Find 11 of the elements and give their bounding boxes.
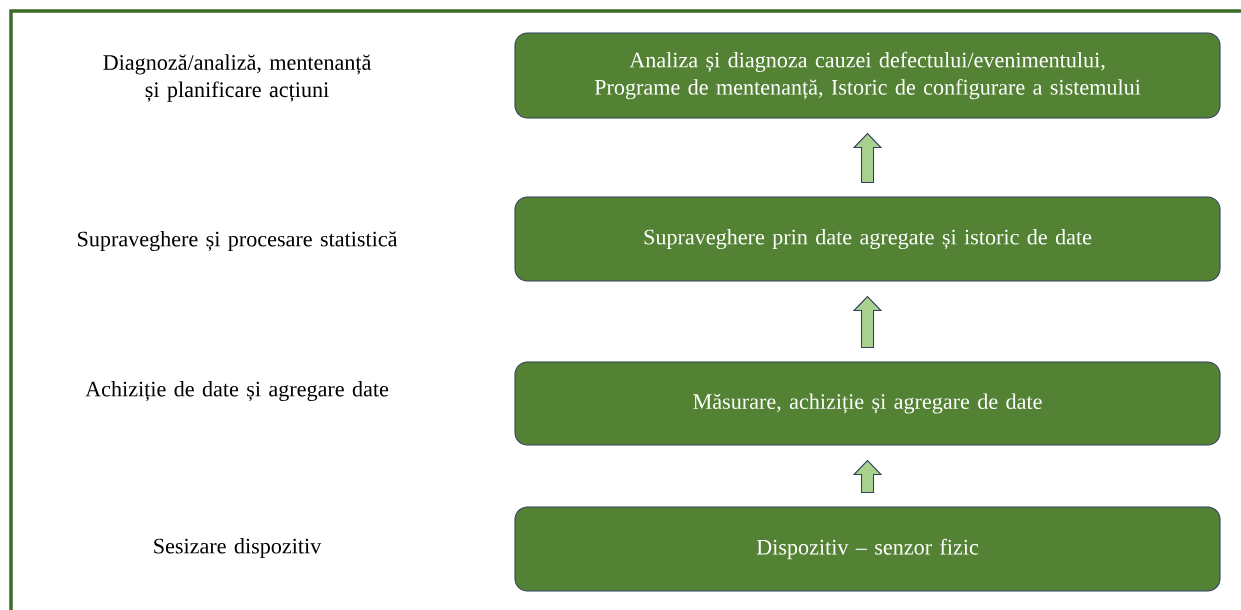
row-label: Supraveghere și procesare statistică [78, 230, 398, 252]
process-box: Măsurare, achiziție și agregare de date [514, 361, 1221, 446]
row-label: Diagnoză/analiză, mentenanță și planificare acțiuni [103, 54, 372, 102]
process-box: Dispozitiv – senzor fizic [514, 506, 1221, 592]
process-box: Supraveghere prin date agregate și istoric de date [514, 196, 1221, 282]
row-label: Sesizare dispozitiv [154, 538, 322, 559]
block-arrow [852, 132, 883, 183]
row-label: Achiziție de date și agregare date [85, 380, 389, 402]
block-arrow [852, 295, 883, 348]
process-box: Analiza și diagnoza cauzei defectului/evenimentului, Programe de mentenanță, Istoric de configurare a sistemului [514, 32, 1221, 119]
block-arrow [852, 459, 883, 493]
